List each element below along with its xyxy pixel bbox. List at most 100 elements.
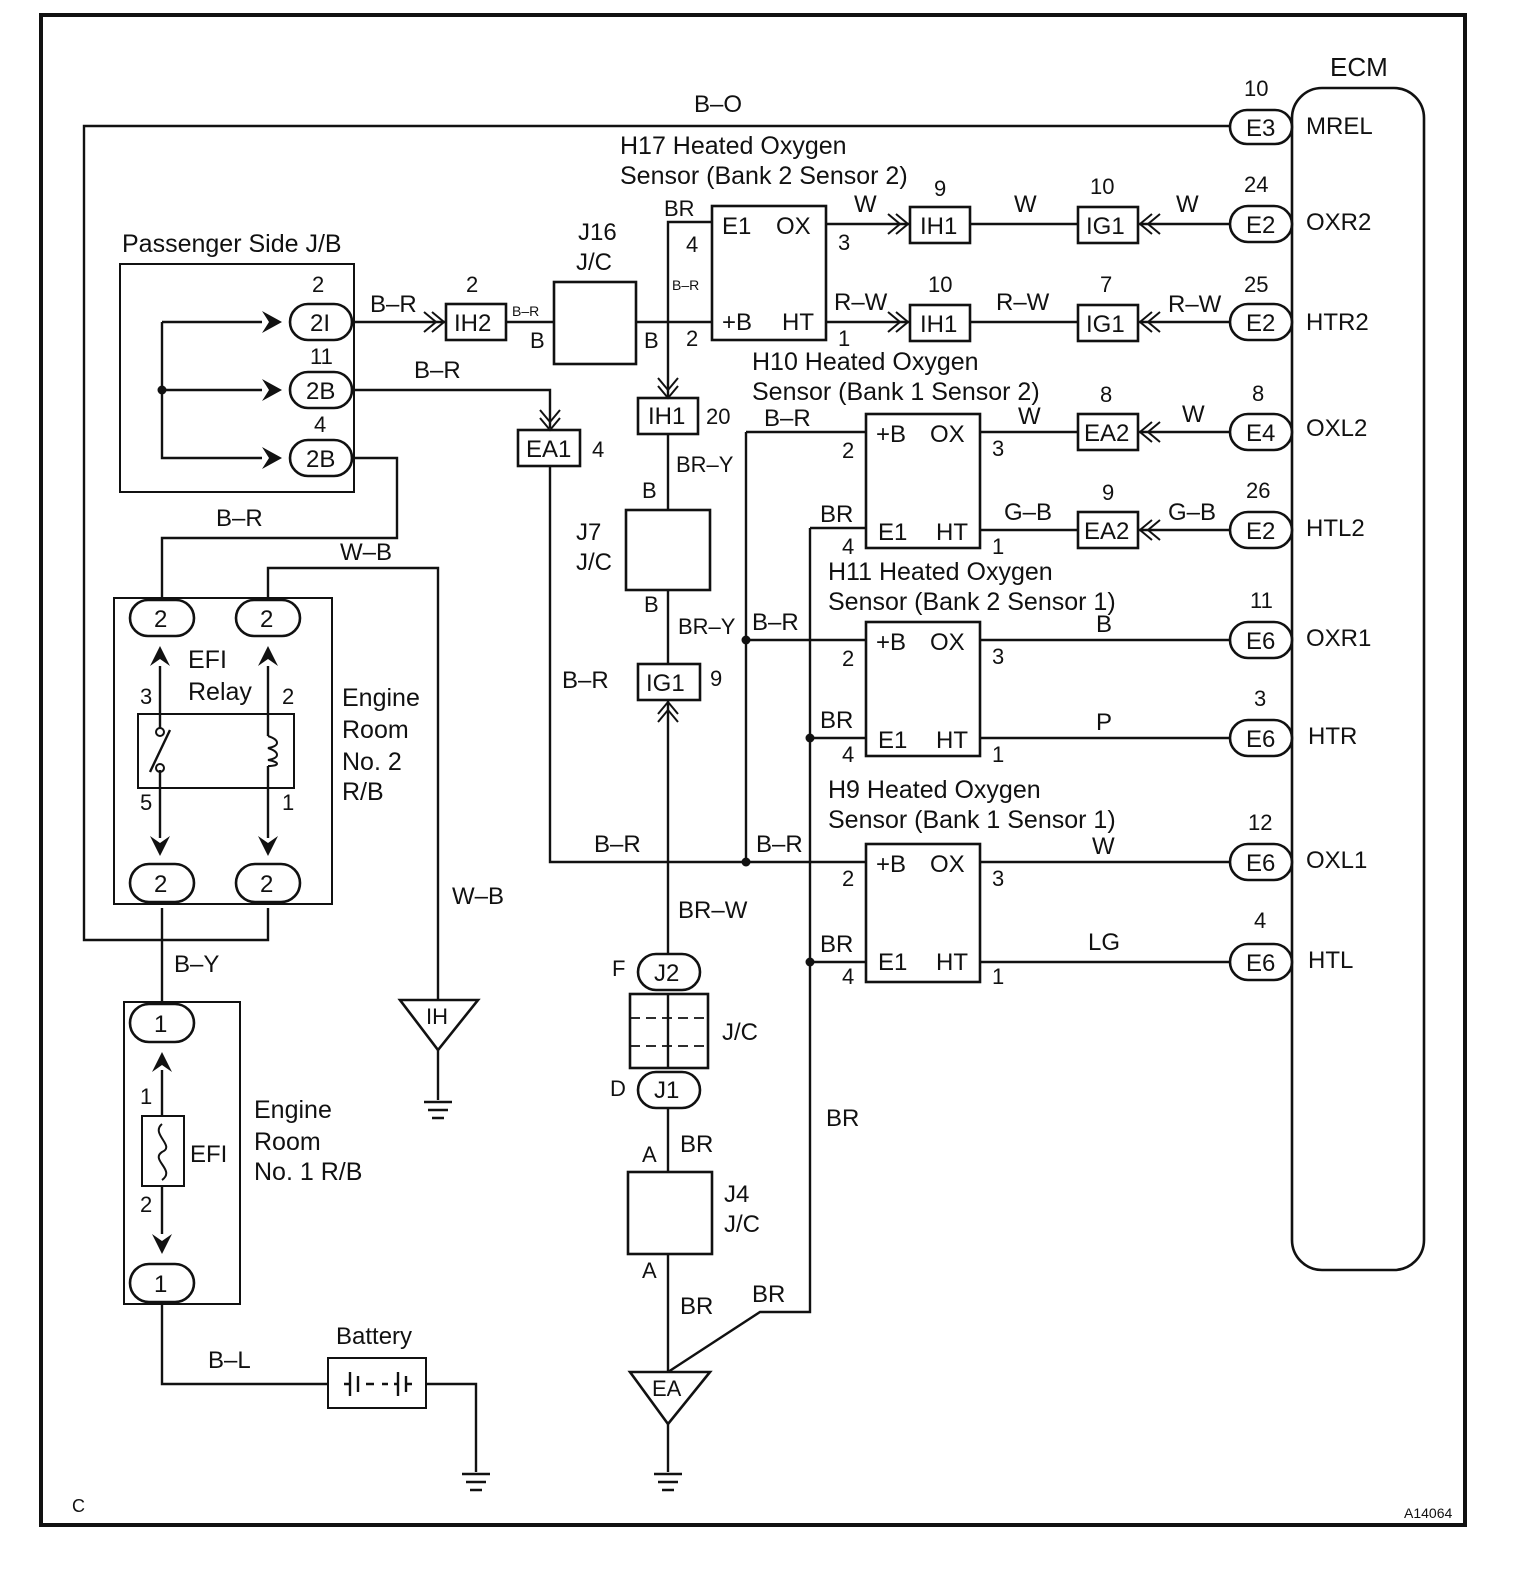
svg-text:BR: BR bbox=[680, 1293, 713, 1320]
svg-text:F: F bbox=[612, 956, 625, 981]
svg-text:1: 1 bbox=[992, 742, 1004, 767]
wire-label-oxr1: B bbox=[1096, 611, 1112, 638]
svg-text:B–Y: B–Y bbox=[174, 951, 219, 978]
svg-text:W–B: W–B bbox=[452, 883, 504, 910]
ecm-terminal-htl: E6 4 HTL bbox=[1228, 908, 1353, 982]
ecm-terminal-mrel: E3 10 MREL bbox=[1228, 76, 1373, 146]
svg-text:R/B: R/B bbox=[342, 778, 384, 806]
svg-text:1: 1 bbox=[154, 1011, 167, 1038]
connector-ig1-9: IG1 9 bbox=[636, 662, 722, 723]
svg-text:2I: 2I bbox=[310, 310, 330, 337]
ground-ih: IH bbox=[397, 998, 481, 1120]
svg-text:3: 3 bbox=[992, 866, 1004, 891]
efi-fuse-label: EFI bbox=[190, 1141, 227, 1168]
sensor-h10-title: H10 Heated Oxygen bbox=[752, 348, 979, 376]
ecm-body bbox=[1290, 86, 1426, 1272]
svg-text:8: 8 bbox=[1100, 382, 1112, 407]
svg-text:OXR1: OXR1 bbox=[1306, 625, 1371, 652]
svg-text:E1: E1 bbox=[878, 519, 907, 546]
corner-label-right: A14064 bbox=[1404, 1505, 1452, 1521]
ecm-terminal-oxr1: E6 11 OXR1 bbox=[1228, 588, 1371, 660]
ecm-terminal-htr2: E2 25 HTR2 bbox=[1228, 272, 1369, 342]
passenger-side-jb: Passenger Side J/B 2I 2B 2B 2 11 4 bbox=[119, 230, 355, 493]
svg-text:EA1: EA1 bbox=[526, 436, 571, 463]
svg-text:IH1: IH1 bbox=[920, 311, 957, 338]
ecm-terminal-oxl2: E4 8 OXL2 bbox=[1228, 381, 1367, 452]
svg-text:+B: +B bbox=[876, 629, 906, 656]
svg-text:J/C: J/C bbox=[576, 549, 612, 576]
svg-text:EA2: EA2 bbox=[1084, 420, 1129, 447]
svg-text:4: 4 bbox=[842, 742, 854, 767]
svg-text:No. 1 R/B: No. 1 R/B bbox=[254, 1158, 362, 1186]
svg-text:IH2: IH2 bbox=[454, 310, 491, 337]
wire-label-htr: P bbox=[1096, 709, 1112, 736]
svg-text:8: 8 bbox=[1252, 381, 1264, 406]
connector-ih2-2: IH2 2 bbox=[423, 272, 508, 342]
svg-text:11: 11 bbox=[1250, 588, 1273, 613]
svg-text:E6: E6 bbox=[1246, 850, 1275, 877]
svg-text:W: W bbox=[1014, 191, 1037, 218]
svg-text:2: 2 bbox=[282, 684, 294, 709]
connector-ig1-7: IG1 7 bbox=[1076, 272, 1161, 343]
ground-ea: EA bbox=[627, 1370, 713, 1492]
wires bbox=[82, 124, 1232, 1472]
svg-text:E6: E6 bbox=[1246, 726, 1275, 753]
ecm-terminal-htr: E6 3 HTR bbox=[1228, 686, 1357, 758]
ecm-wire-labels: B–O W R–W W G–B B P W LG bbox=[694, 91, 1222, 956]
svg-text:HTL: HTL bbox=[1308, 947, 1353, 974]
engine-room-1-rb: Engine Room No. 1 R/B 1 1 1 2 EFI bbox=[123, 1001, 362, 1305]
svg-text:HT: HT bbox=[782, 309, 814, 336]
corner-label-left: C bbox=[72, 1496, 85, 1516]
svg-text:10: 10 bbox=[928, 272, 952, 297]
svg-text:E4: E4 bbox=[1246, 420, 1275, 447]
svg-text:J1: J1 bbox=[654, 1077, 679, 1104]
wire-label-oxr2: W bbox=[1176, 191, 1199, 218]
svg-text:2: 2 bbox=[140, 1192, 152, 1217]
svg-text:BR–W: BR–W bbox=[678, 897, 748, 924]
svg-text:1: 1 bbox=[838, 326, 850, 351]
wire-color-labels: BR W W R–W R–W B–R B–R B–R B–R B–R W BR … bbox=[174, 191, 1052, 1374]
connector-ea1-4: EA1 4 bbox=[516, 409, 604, 468]
sensor-h17: H17 Heated Oxygen Sensor (Bank 2 Sensor … bbox=[620, 132, 908, 351]
svg-text:20: 20 bbox=[706, 404, 730, 429]
svg-text:B–R: B–R bbox=[414, 357, 461, 384]
connector-ea2-9: EA2 9 bbox=[1076, 480, 1161, 550]
svg-text:3: 3 bbox=[838, 230, 850, 255]
connector-ih1-20: IH1 20 bbox=[636, 377, 730, 436]
battery-label: Battery bbox=[336, 1323, 412, 1350]
svg-text:1: 1 bbox=[992, 964, 1004, 989]
svg-text:2B: 2B bbox=[306, 446, 335, 473]
svg-text:10: 10 bbox=[1090, 174, 1114, 199]
svg-text:BR–Y: BR–Y bbox=[678, 614, 736, 639]
svg-text:EA2: EA2 bbox=[1084, 518, 1129, 545]
svg-text:B: B bbox=[530, 328, 545, 353]
ecm-terminal-oxr2: E2 24 OXR2 bbox=[1228, 172, 1371, 244]
sensor-h11: H11 Heated Oxygen Sensor (Bank 2 Sensor … bbox=[828, 558, 1116, 767]
svg-text:BR: BR bbox=[820, 707, 853, 734]
svg-text:IH1: IH1 bbox=[920, 213, 957, 240]
svg-text:W: W bbox=[1018, 403, 1041, 430]
svg-text:2: 2 bbox=[842, 646, 854, 671]
splice-dots bbox=[157, 385, 815, 967]
svg-text:+B: +B bbox=[876, 851, 906, 878]
svg-text:B–R: B–R bbox=[594, 831, 641, 858]
svg-text:HTL2: HTL2 bbox=[1306, 515, 1365, 542]
svg-text:+B: +B bbox=[876, 421, 906, 448]
sensor-h9-subtitle: Sensor (Bank 1 Sensor 1) bbox=[828, 806, 1116, 834]
svg-text:E1: E1 bbox=[878, 949, 907, 976]
connector-ih1-9: IH1 9 bbox=[887, 176, 972, 245]
svg-text:MREL: MREL bbox=[1306, 113, 1373, 140]
svg-text:9: 9 bbox=[934, 176, 946, 201]
svg-text:2: 2 bbox=[154, 871, 167, 898]
wire-label-htl: LG bbox=[1088, 929, 1120, 956]
svg-text:BR: BR bbox=[820, 931, 853, 958]
svg-text:4: 4 bbox=[314, 412, 326, 437]
svg-text:Engine: Engine bbox=[342, 684, 420, 712]
svg-text:3: 3 bbox=[992, 644, 1004, 669]
svg-text:2: 2 bbox=[842, 866, 854, 891]
svg-text:2: 2 bbox=[154, 606, 167, 633]
svg-text:E1: E1 bbox=[878, 727, 907, 754]
svg-text:R–W: R–W bbox=[996, 289, 1050, 316]
svg-text:B–R: B–R bbox=[370, 291, 417, 318]
